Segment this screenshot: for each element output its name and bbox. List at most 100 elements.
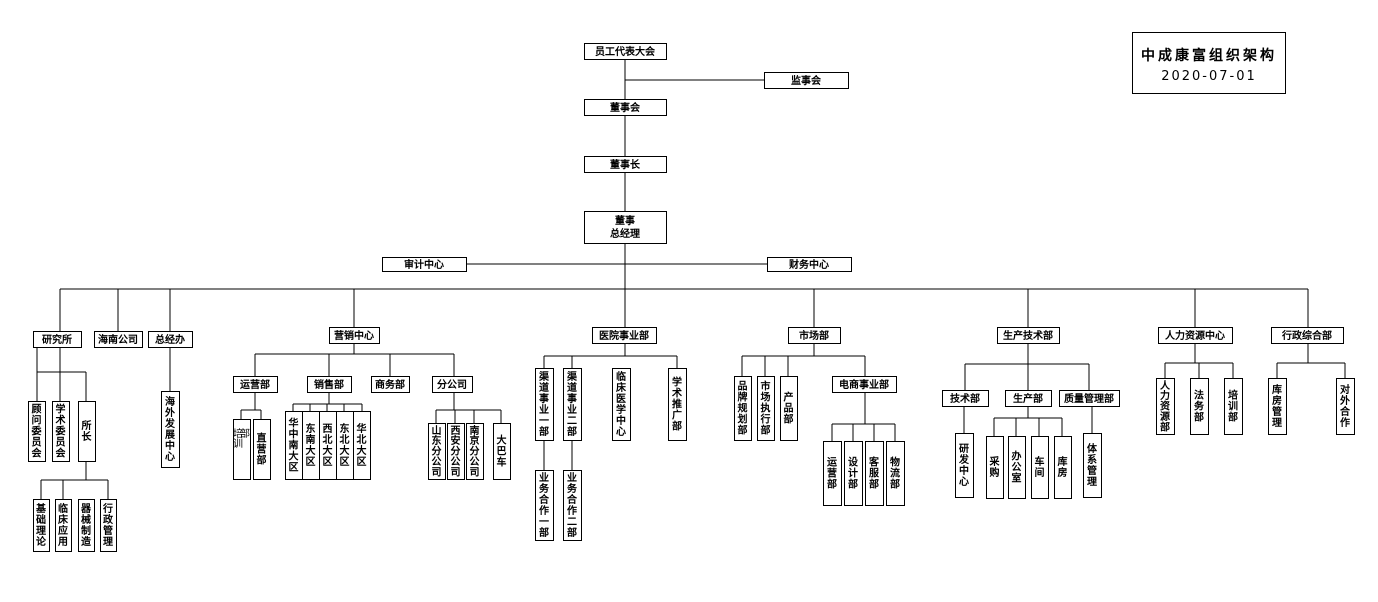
node-label-char: 服	[869, 467, 880, 479]
node-label-char: 山	[432, 424, 442, 437]
org-node-market: 市场部	[788, 327, 841, 344]
node-label-char: 安	[451, 434, 461, 447]
node-box	[329, 327, 380, 344]
node-label-char: 问	[32, 413, 42, 426]
node-label-char: 华	[357, 422, 367, 435]
node-label-char: 作	[567, 504, 577, 517]
node-box	[955, 433, 974, 498]
node-box	[428, 423, 446, 480]
node-box	[1190, 378, 1209, 435]
node-box	[942, 390, 989, 407]
node-box	[767, 257, 852, 272]
node-label-char: 业	[567, 471, 577, 484]
org-node-product: 产品部	[780, 376, 798, 441]
org-node-branch: 分公司	[432, 376, 473, 393]
node-label: 医院事业部	[599, 329, 649, 342]
node-label-char: 公	[451, 456, 461, 468]
node-label-char: 市	[761, 379, 771, 392]
org-node-sales: 销售部	[307, 376, 352, 393]
node-label-char: 法	[1194, 388, 1204, 401]
node-label-char: 委	[55, 424, 67, 437]
node-label-char: 南	[470, 424, 480, 437]
node-box	[78, 401, 96, 462]
node-label-char: 广	[672, 408, 682, 421]
org-node-supervisors: 监事会	[764, 72, 849, 89]
node-label-char: 外	[164, 406, 175, 419]
node-box	[788, 327, 841, 344]
node-box	[33, 499, 50, 552]
node-label-char: 车	[1035, 455, 1045, 468]
node-label-char: 东	[340, 422, 350, 435]
node-label-char: 基	[35, 502, 47, 515]
node-label-char: 长	[82, 430, 93, 443]
node-label: 质量管理部	[1064, 392, 1114, 405]
node-label-char: 部	[240, 427, 250, 440]
chart-title: 中成康富组织架构	[1141, 48, 1277, 64]
node-label-char: 道	[567, 381, 577, 394]
node-label-char: 系	[1087, 453, 1097, 466]
node-label-char: 北	[340, 433, 350, 446]
node-box	[78, 499, 95, 552]
node-box	[886, 441, 905, 506]
org-node-training: 培训部	[233, 419, 251, 480]
node-label-char: 所	[82, 419, 92, 432]
node-label-char: 营	[827, 466, 837, 479]
node-label-char: 运	[827, 456, 837, 468]
node-label-char: 力	[1160, 389, 1170, 402]
org-node-congress: 员工代表大会	[584, 43, 667, 60]
node-label-char: 应	[58, 524, 68, 537]
node-label-char: 医	[616, 393, 626, 405]
node-label-char: 部	[827, 477, 837, 490]
node-label-char: 部	[869, 477, 879, 490]
node-label-char: 区	[340, 456, 350, 468]
node-label-char: 合	[538, 493, 550, 506]
node-box	[100, 499, 117, 552]
node-label-char: 道	[539, 381, 549, 394]
node-label-char: 室	[1012, 471, 1022, 484]
node-box	[447, 423, 465, 480]
node-label: 监事会	[791, 74, 821, 87]
node-label-char: 床	[616, 381, 627, 394]
node-label: 董事	[615, 214, 635, 227]
org-node-train-dept: 培训部	[1224, 378, 1243, 435]
node-label-char: 务	[1194, 399, 1205, 412]
node-label-char: 西	[451, 425, 461, 437]
node-box	[253, 419, 271, 480]
node-label: 董事长	[610, 158, 641, 171]
node-label-char: 司	[451, 466, 461, 478]
org-node-ec-design: 设计部	[844, 441, 863, 506]
node-box	[94, 331, 143, 348]
node-box	[764, 72, 849, 89]
node-label-char: 大	[497, 433, 507, 446]
node-label-char: 区	[289, 461, 299, 473]
org-node-office: 办公室	[1008, 436, 1026, 499]
node-label: 电商事业部	[839, 378, 889, 391]
node-label-char: 场	[761, 390, 771, 403]
node-label-char: 大	[289, 449, 299, 462]
node-label-char: 理	[1087, 476, 1097, 488]
node-label-char: 造	[81, 535, 92, 548]
node-label-char: 大	[357, 444, 367, 457]
node-label-char: 发	[958, 453, 970, 466]
node-label-char: 区	[323, 456, 333, 468]
node-box	[432, 376, 473, 393]
node-label-char: 委	[31, 424, 43, 437]
node-label-char: 心	[616, 426, 626, 438]
node-label-char: 合	[1339, 405, 1351, 418]
node-box	[148, 331, 193, 348]
node-label-char: 直	[257, 431, 267, 444]
node-label-char: 二	[567, 415, 577, 427]
node-box	[382, 257, 467, 272]
node-label-char: 海	[165, 395, 175, 408]
org-node-direct: 直营部	[253, 419, 271, 480]
node-label: 行政综合部	[1281, 329, 1332, 342]
node-label-char: 术	[671, 386, 682, 399]
node-box	[584, 156, 667, 173]
